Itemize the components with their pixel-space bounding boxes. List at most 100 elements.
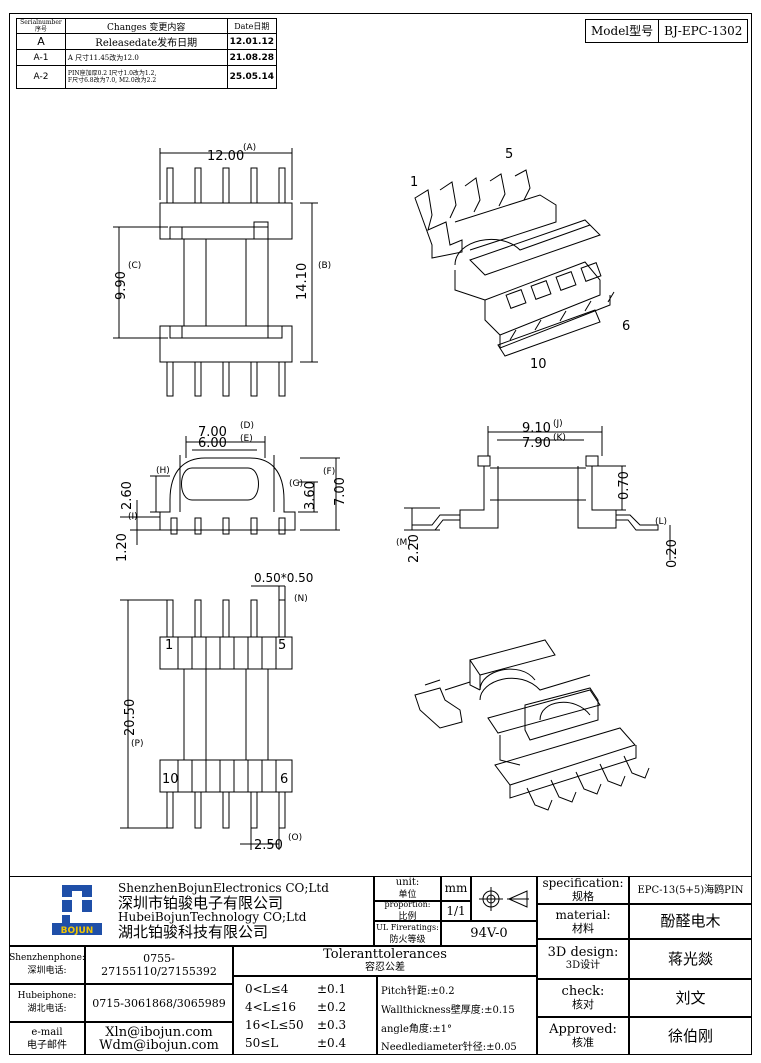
sz-phone-label: Shenzhenphone: 深圳电话:	[9, 946, 85, 984]
dim-p: 20.50	[123, 699, 138, 736]
rev-change: PIN座加厚0.2 I尺寸1.0改为1.2, F尺寸6.8改为7.0, M2.0…	[64, 65, 228, 89]
dim-a-tag: (A)	[243, 143, 256, 153]
proportion-value: 1/1	[441, 901, 471, 921]
company-cn: 深圳市铂骏电子有限公司	[118, 894, 284, 912]
dim-g-tag: (G)	[289, 479, 303, 489]
dim-n-tag: (N)	[294, 594, 308, 604]
material-label-cn: 材料	[572, 921, 594, 935]
dim-e: 6.00	[198, 436, 227, 451]
approved-value: 徐伯刚	[629, 1017, 752, 1055]
dim-l: 0.20	[665, 539, 680, 568]
dim-h: 2.60	[120, 481, 135, 510]
company-cell: BOJUN ShenzhenBojunElectronics CO;Ltd 深圳…	[9, 876, 374, 946]
pin-label: 10	[530, 357, 547, 372]
tol-value: ±0.2	[317, 1000, 347, 1014]
approved-label-cn: 核准	[572, 1036, 594, 1049]
bottom-pins	[166, 361, 286, 397]
unit-label-cn: 单位	[398, 889, 417, 900]
spec-label-cn: 规格	[572, 890, 594, 903]
email-label: e-mail 电子邮件	[9, 1022, 85, 1055]
hb-phone-label-cn: 湖北电话:	[27, 1004, 67, 1014]
tolerance-header: Toleranttolerances 容忍公差	[233, 946, 537, 976]
iso-view-bottom	[414, 639, 650, 811]
material-label: material: 材料	[537, 904, 629, 939]
tol-range: 0<L≤4	[245, 982, 289, 996]
email-2[interactable]: Wdm@ibojun.com	[99, 1037, 219, 1053]
model-label: Model型号	[591, 24, 654, 38]
title-block: BOJUN ShenzhenBojunElectronics CO;Ltd 深圳…	[9, 876, 752, 1055]
material-label-en: material:	[555, 907, 611, 922]
company2-en: HubeiBojunTechnology CO;Ltd	[118, 910, 307, 924]
dimension-labels: 12.00 (A) 14.10 (B) 9.90 (C) 7.00 (D) 6.…	[114, 143, 680, 853]
tol-range: 4<L≤16	[245, 1000, 296, 1014]
check-value: 刘文	[629, 979, 752, 1017]
pin-label: 5	[505, 147, 513, 162]
hb-phone-label-en: Hubeiphone:	[17, 991, 77, 1001]
proportion-label-cn: 比例	[398, 912, 417, 922]
check-label-en: check:	[561, 984, 605, 999]
tol-range: 50≤L	[245, 1036, 279, 1050]
rev-date: 21.08.28	[226, 49, 278, 66]
dim-o-tag: (O)	[288, 833, 302, 843]
dim-a: 12.00	[207, 149, 244, 164]
fire-label: UL Fireratings: 防火等级	[374, 921, 441, 946]
design-label: 3D design: 3D设计	[537, 939, 629, 979]
dim-l-tag: (L)	[655, 517, 667, 527]
rev-change-line2: F尺寸6.8改为7.0, M2.0改为2.2	[67, 77, 157, 84]
design-label-en: 3D design:	[547, 945, 619, 960]
spec-label-en: specification:	[542, 876, 624, 890]
design-label-cn: 3D设计	[565, 960, 601, 971]
dim-k: 7.90	[522, 436, 551, 451]
unit-label: unit: 单位	[374, 876, 441, 901]
email-label-en: e-mail	[31, 1026, 63, 1038]
pin-label: 6	[622, 319, 630, 334]
spec-value: EPC-13(5+5)海鸥PIN	[629, 876, 752, 904]
fire-value: 94V-0	[441, 921, 537, 946]
iso-view-top	[414, 169, 615, 357]
dim-m: 2.20	[407, 534, 422, 563]
rev-change-line1: PIN座加厚0.2 I尺寸1.0改为1.2,	[67, 70, 157, 77]
fire-label-en: UL Fireratings:	[376, 922, 439, 932]
sz-phone-label-cn: 深圳电话:	[27, 966, 67, 976]
dim-l2: 0.70	[617, 471, 632, 500]
technical-drawing: 12.00 (A) 14.10 (B) 9.90 (C) 7.00 (D) 6.…	[113, 143, 680, 853]
revision-table: Serialnumber序号 Changes 变更内容 Date日期 A Rel…	[16, 18, 278, 89]
dim-d-tag: (D)	[240, 421, 254, 431]
tol-value: ±0.1	[317, 982, 347, 996]
check-label-cn: 核对	[572, 998, 594, 1011]
front-view	[120, 436, 340, 545]
tolerance-ranges	[233, 976, 377, 1055]
design-value: 蒋光燚	[629, 939, 752, 979]
spec-label: specification: 规格	[537, 876, 629, 904]
top-view	[113, 148, 318, 397]
bojun-logo-icon: BOJUN	[52, 885, 102, 936]
dim-h-tag: (H)	[156, 466, 170, 476]
dim-f: 7.00	[333, 477, 348, 506]
pin-label: 10	[162, 772, 179, 787]
approved-label: Approved: 核准	[537, 1017, 629, 1055]
top-pins	[166, 167, 286, 204]
side-view	[404, 426, 671, 560]
tol-range: 16<L≤50	[245, 1018, 304, 1032]
pin-label: 6	[280, 772, 288, 787]
angle-tolerance: angle角度:±1°	[381, 1024, 453, 1035]
email-label-cn: 电子邮件	[27, 1039, 67, 1051]
projection-icon	[479, 886, 529, 911]
pin-label: 1	[410, 175, 418, 190]
dim-p-tag: (P)	[131, 739, 143, 749]
dim-i: 1.20	[115, 533, 130, 562]
pin-label: 5	[278, 638, 286, 653]
sz-phone: 0755-27155110/27155392	[85, 946, 233, 984]
dim-d: 7.00	[198, 425, 227, 440]
proportion-label: proportion: 比例	[374, 900, 441, 922]
tol-value: ±0.4	[317, 1036, 347, 1050]
logo-text: BOJUN	[61, 926, 94, 936]
sz-phone-label-en: Shenzhenphone:	[9, 953, 85, 963]
hb-phone-label: Hubeiphone: 湖北电话:	[9, 984, 85, 1022]
company2-cn: 湖北铂骏科技有限公司	[118, 923, 269, 941]
rev-date: 25.05.14	[226, 65, 278, 89]
tolerance-notes	[377, 976, 537, 1055]
material-value: 酚醛电木	[629, 904, 752, 939]
email-1[interactable]: Xln@ibojun.com	[105, 1024, 213, 1040]
model-value: BJ-EPC-1302	[658, 20, 747, 42]
